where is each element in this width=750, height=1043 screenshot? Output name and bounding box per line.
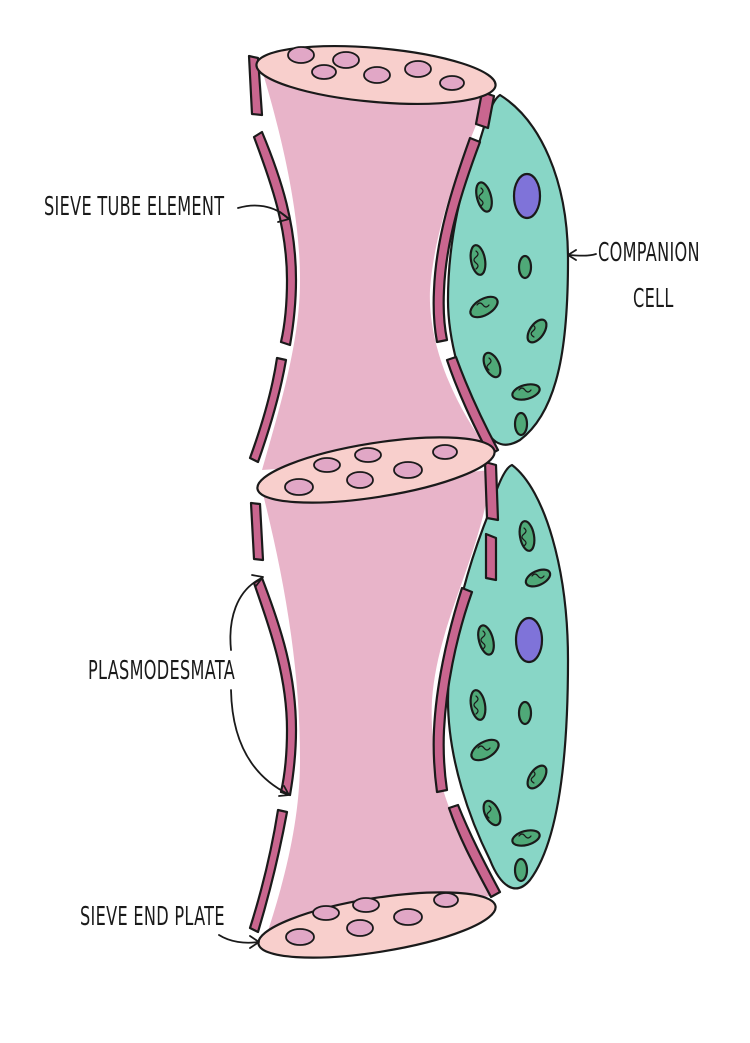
label-plasmodesmata: PLASMODESMATA xyxy=(88,656,236,686)
upper-sieve-tube-cytoplasm xyxy=(262,70,492,470)
label-companion-cell-line1: COMPANION xyxy=(598,238,700,268)
sieve-plate-bottom xyxy=(257,891,497,959)
label-sieve-tube-element: SIEVE TUBE ELEMENT xyxy=(44,192,225,222)
sieve-plate-middle xyxy=(256,436,496,504)
lower-mitochondria xyxy=(469,520,552,883)
lower-companion-nucleus xyxy=(514,616,544,664)
upper-companion-nucleus xyxy=(512,172,542,220)
label-companion-cell-line2: CELL xyxy=(633,284,674,314)
sieve-plate-top xyxy=(255,45,497,105)
lower-sieve-tube-cytoplasm xyxy=(262,470,495,940)
upper-mitochondria xyxy=(469,181,548,437)
cell-walls xyxy=(247,54,502,934)
label-sieve-end-plate: SIEVE END PLATE xyxy=(80,902,225,932)
annotation-arrows xyxy=(218,204,597,949)
